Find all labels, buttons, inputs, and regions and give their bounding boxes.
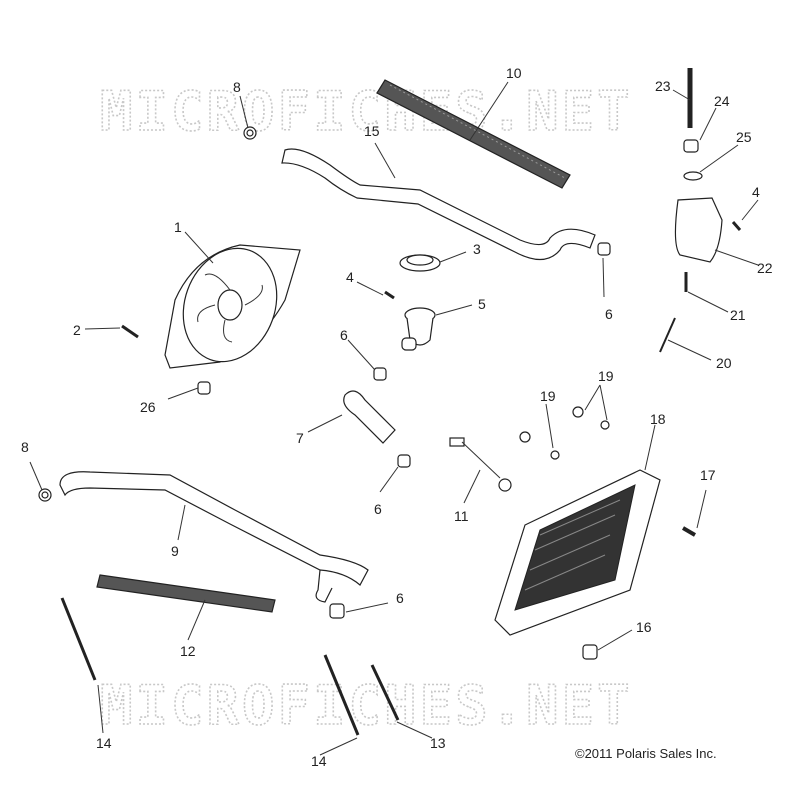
part-6-clamp-a bbox=[597, 242, 611, 256]
callout-25: 25 bbox=[736, 129, 752, 145]
part-22-overflow-bottle bbox=[674, 197, 723, 263]
part-20-hose bbox=[659, 317, 676, 353]
callout-labels: 1 2 3 4 4 5 6 6 6 6 7 8 8 9 10 11 12 13 … bbox=[21, 65, 773, 769]
leader-lines bbox=[29, 81, 759, 756]
part-15-upper-hose bbox=[281, 148, 596, 261]
part-13-tie bbox=[370, 664, 400, 721]
callout-11: 11 bbox=[454, 508, 469, 524]
callout-22: 22 bbox=[757, 260, 773, 276]
callout-19-b: 19 bbox=[598, 368, 614, 384]
callout-26: 26 bbox=[140, 399, 156, 415]
part-26-grommet bbox=[197, 381, 211, 395]
callout-2: 2 bbox=[73, 322, 81, 338]
callout-3: 3 bbox=[473, 241, 481, 257]
part-1-fan-assembly bbox=[164, 244, 301, 369]
callout-6-d: 6 bbox=[396, 590, 404, 606]
part-11-sensor bbox=[449, 437, 512, 492]
part-2-screw bbox=[121, 324, 139, 339]
part-3-radiator-cap bbox=[399, 254, 441, 272]
part-6-clamp-d bbox=[329, 603, 345, 619]
callout-14-left: 14 bbox=[96, 735, 112, 751]
callout-8-top: 8 bbox=[233, 79, 241, 95]
callout-6-a: 6 bbox=[340, 327, 348, 343]
part-19-grommet-c bbox=[572, 406, 584, 418]
callout-6-b: 6 bbox=[605, 306, 613, 322]
part-24-cap bbox=[683, 139, 699, 153]
part-14-tie-center bbox=[323, 654, 360, 736]
part-25-seal bbox=[683, 171, 703, 181]
callout-4: 4 bbox=[346, 269, 354, 285]
part-19-grommet-a bbox=[519, 431, 531, 443]
part-14-tie-left bbox=[60, 597, 97, 681]
part-4-bolt-right bbox=[731, 221, 742, 231]
part-4-bolt bbox=[384, 290, 395, 300]
part-17-bolt bbox=[681, 526, 697, 537]
callout-19-a: 19 bbox=[540, 388, 556, 404]
part-12-corrugated-hose bbox=[96, 574, 276, 613]
callout-8-left: 8 bbox=[21, 439, 29, 455]
callout-18: 18 bbox=[650, 411, 666, 427]
callout-9: 9 bbox=[171, 543, 179, 559]
callout-17: 17 bbox=[700, 467, 716, 483]
part-16-plug bbox=[582, 644, 598, 660]
callout-12: 12 bbox=[180, 643, 196, 659]
part-5-filler-neck bbox=[401, 307, 436, 351]
callout-21: 21 bbox=[730, 307, 746, 323]
part-18-radiator bbox=[494, 469, 661, 636]
callout-6-c: 6 bbox=[374, 501, 382, 517]
callout-14-center: 14 bbox=[311, 753, 327, 769]
part-6-clamp-b bbox=[373, 367, 387, 381]
callout-7: 7 bbox=[296, 430, 304, 446]
part-9-lower-hose bbox=[59, 471, 369, 603]
part-7-elbow-hose bbox=[343, 390, 396, 444]
callout-1: 1 bbox=[174, 219, 182, 235]
callout-15: 15 bbox=[364, 123, 380, 139]
part-19-grommet-d bbox=[600, 420, 610, 430]
callout-4-right: 4 bbox=[752, 184, 760, 200]
callout-24: 24 bbox=[714, 93, 730, 109]
watermark-bottom: MICROFICHES.NET bbox=[100, 674, 633, 737]
part-6-clamp-c bbox=[397, 454, 411, 468]
part-19-grommet-b bbox=[550, 450, 560, 460]
callout-23: 23 bbox=[655, 78, 671, 94]
watermark-top: MICROFICHES.NET bbox=[100, 80, 633, 143]
callout-10: 10 bbox=[506, 65, 522, 81]
callout-5: 5 bbox=[478, 296, 486, 312]
callout-20: 20 bbox=[716, 355, 732, 371]
copyright-text: ©2011 Polaris Sales Inc. bbox=[575, 746, 717, 761]
part-8-clamp-top bbox=[243, 126, 257, 140]
part-8-clamp-left bbox=[38, 488, 52, 502]
callout-13: 13 bbox=[430, 735, 446, 751]
callout-16: 16 bbox=[636, 619, 652, 635]
